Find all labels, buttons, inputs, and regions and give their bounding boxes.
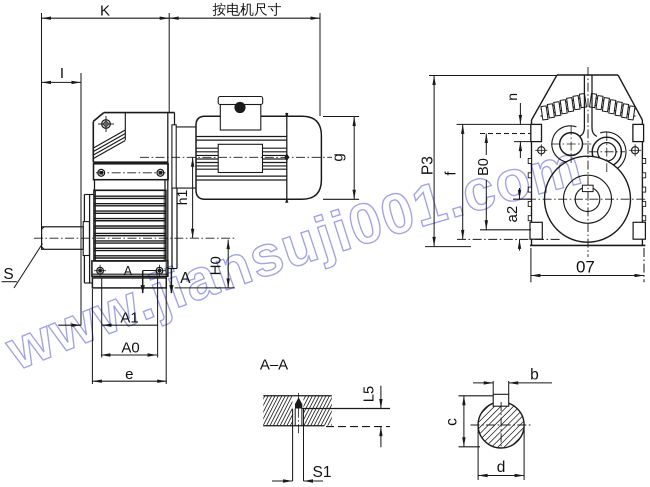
svg-text:c: c (444, 418, 461, 426)
svg-text:n: n (504, 93, 520, 101)
svg-text:S: S (3, 266, 13, 283)
svg-text:d: d (497, 459, 506, 476)
svg-text:e: e (125, 366, 133, 383)
svg-text:b: b (530, 367, 539, 384)
svg-text:P3: P3 (420, 156, 437, 175)
svg-text:A0: A0 (121, 340, 139, 357)
svg-text:L5: L5 (362, 386, 378, 402)
svg-text:A: A (124, 264, 133, 278)
svg-text:A1: A1 (120, 310, 138, 327)
svg-text:f: f (443, 171, 460, 176)
svg-text:A: A (180, 270, 191, 287)
svg-text:07: 07 (576, 258, 595, 277)
svg-text:g: g (330, 153, 347, 161)
svg-text:I: I (60, 65, 64, 82)
svg-text:h1: h1 (174, 190, 190, 206)
svg-text:a2: a2 (504, 206, 521, 223)
svg-text:H0: H0 (208, 256, 225, 275)
svg-text:K: K (100, 3, 110, 20)
svg-text:S1: S1 (313, 464, 332, 481)
svg-text:B0: B0 (476, 158, 492, 176)
svg-text:A–A: A–A (260, 357, 288, 374)
